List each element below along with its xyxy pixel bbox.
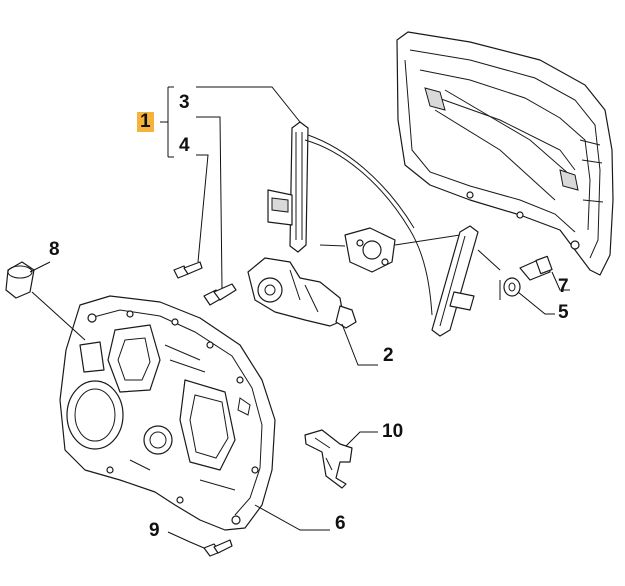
screw-4 [173,261,203,279]
part-8-cap [5,261,35,299]
callout-7: 7 [558,276,569,297]
window-motor [247,257,357,329]
screw-3 [203,283,237,306]
leader-lines [29,86,570,549]
part-5-nut [503,277,521,297]
callout-9: 9 [149,520,160,541]
callout-8: 8 [49,239,60,260]
door-module-panel [59,295,276,531]
part-7-bolt [519,255,553,281]
part-10-bracket [304,429,353,489]
door-frame [396,31,614,276]
callout-2: 2 [383,345,394,366]
callout-6: 6 [335,513,346,534]
callout-5: 5 [558,302,569,323]
callout-4: 4 [179,135,190,156]
window-regulator [267,121,479,337]
callout-1: 1 [137,112,154,132]
callout-3: 3 [179,92,190,113]
callout-10: 10 [382,421,404,442]
part-9-screw [203,539,233,557]
